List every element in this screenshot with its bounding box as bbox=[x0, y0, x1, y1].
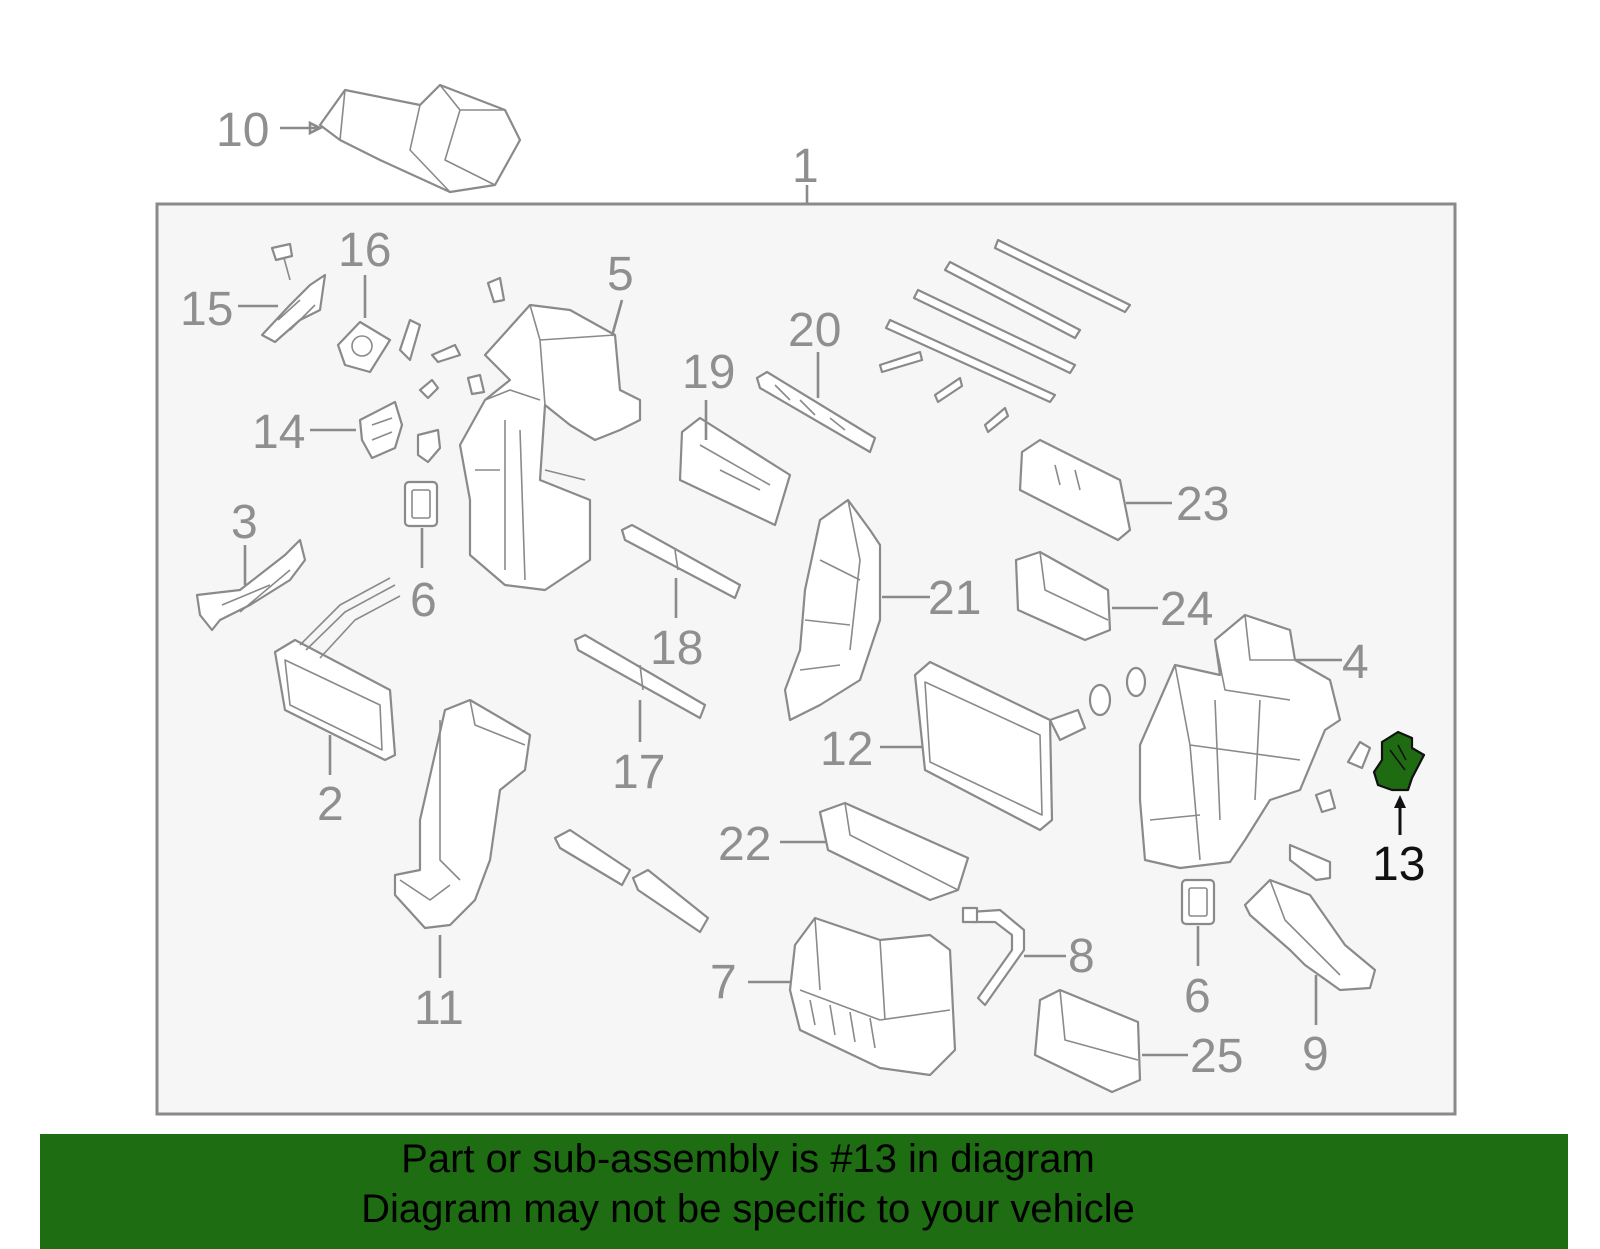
part-20[interactable] bbox=[755, 370, 877, 454]
callout-17: 17 bbox=[612, 746, 665, 799]
part-23[interactable] bbox=[1018, 438, 1132, 542]
callout-6a: 6 bbox=[410, 574, 437, 627]
callout-1: 1 bbox=[792, 140, 819, 193]
callout-8: 8 bbox=[1068, 930, 1095, 983]
callout-18: 18 bbox=[650, 622, 703, 675]
part-6-left[interactable] bbox=[403, 480, 439, 528]
part-4[interactable] bbox=[1138, 613, 1342, 870]
part-3[interactable] bbox=[195, 538, 307, 632]
banner-line-1: Part or sub-assembly is #13 in diagram bbox=[401, 1137, 1095, 1181]
part-7[interactable] bbox=[788, 916, 957, 1077]
bottom-strips bbox=[553, 828, 710, 934]
small-parts-right bbox=[1288, 740, 1372, 882]
part-13-highlighted[interactable] bbox=[1372, 730, 1426, 792]
part-6-right[interactable] bbox=[1180, 878, 1216, 926]
part-12[interactable] bbox=[913, 660, 1147, 832]
callout-14: 14 bbox=[252, 406, 305, 459]
callout-5: 5 bbox=[607, 248, 634, 301]
part-11[interactable] bbox=[393, 698, 532, 930]
part-9[interactable] bbox=[1243, 878, 1377, 992]
part-17[interactable] bbox=[573, 633, 707, 720]
callout-15: 15 bbox=[180, 283, 233, 336]
callout-7: 7 bbox=[710, 956, 737, 1009]
part-5[interactable] bbox=[458, 303, 642, 592]
small-clips bbox=[398, 276, 506, 464]
callout-25: 25 bbox=[1190, 1030, 1243, 1083]
callout-4: 4 bbox=[1342, 636, 1369, 689]
part-21[interactable] bbox=[783, 498, 882, 722]
callout-6b: 6 bbox=[1184, 970, 1211, 1023]
callout-21: 21 bbox=[928, 572, 981, 625]
callout-11: 11 bbox=[414, 982, 464, 1035]
callout-19: 19 bbox=[682, 346, 735, 399]
banner-line-2: Diagram may not be specific to your vehi… bbox=[361, 1187, 1135, 1231]
part-25[interactable] bbox=[1033, 988, 1142, 1094]
callout-2: 2 bbox=[317, 778, 344, 831]
callout-10: 10 bbox=[216, 104, 269, 157]
top-strips bbox=[878, 238, 1132, 434]
callout-12: 12 bbox=[820, 723, 873, 776]
part-19[interactable] bbox=[678, 416, 792, 527]
part-24[interactable] bbox=[1014, 550, 1112, 642]
part-18[interactable] bbox=[620, 523, 742, 600]
leader-5 bbox=[610, 299, 624, 337]
part-16[interactable] bbox=[336, 320, 392, 374]
callout-22: 22 bbox=[718, 818, 771, 871]
part-2[interactable] bbox=[273, 577, 401, 762]
callout-13: 13 bbox=[1372, 838, 1425, 891]
part-8[interactable] bbox=[961, 906, 1026, 1007]
callout-3: 3 bbox=[231, 496, 258, 549]
info-banner: Part or sub-assembly is #13 in diagram D… bbox=[40, 1134, 1568, 1249]
callout-9: 9 bbox=[1302, 1028, 1329, 1081]
callout-16: 16 bbox=[338, 224, 391, 277]
callout-23: 23 bbox=[1176, 478, 1229, 531]
part-14[interactable] bbox=[358, 400, 404, 460]
part-15[interactable] bbox=[260, 242, 327, 344]
part-22[interactable] bbox=[818, 801, 970, 902]
callout-20: 20 bbox=[788, 304, 841, 357]
callout-24: 24 bbox=[1160, 583, 1213, 636]
part-10[interactable] bbox=[318, 83, 522, 194]
